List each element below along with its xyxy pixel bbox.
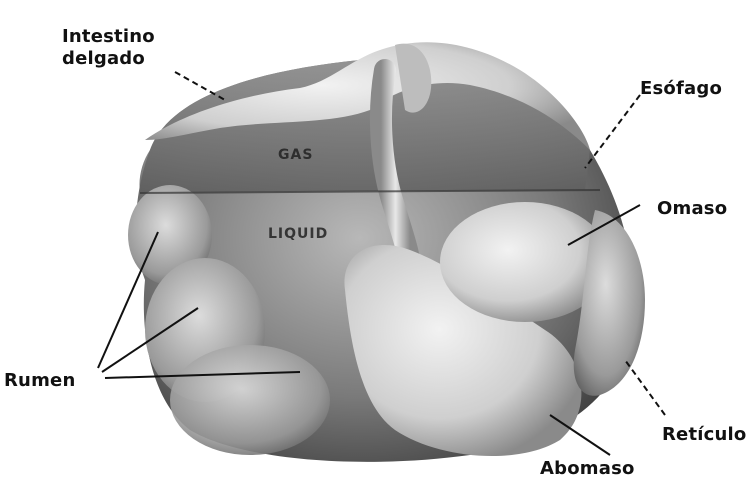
- abomaso-label: Abomaso: [540, 458, 635, 480]
- liquid-label: LIQUID: [268, 226, 328, 242]
- rumen-sac-bottom: [170, 345, 330, 455]
- gas-label: GAS: [278, 147, 313, 163]
- leader-reticulo: [625, 360, 665, 415]
- intestino-label-line2: delgado: [62, 48, 155, 70]
- intestino-label: Intestino delgado: [62, 26, 155, 70]
- rumen-label: Rumen: [4, 370, 75, 392]
- esofago-label: Esófago: [640, 78, 722, 100]
- reticulo-label: Retículo: [662, 424, 746, 446]
- omaso-label: Omaso: [657, 198, 727, 220]
- intestino-label-line1: Intestino: [62, 26, 155, 48]
